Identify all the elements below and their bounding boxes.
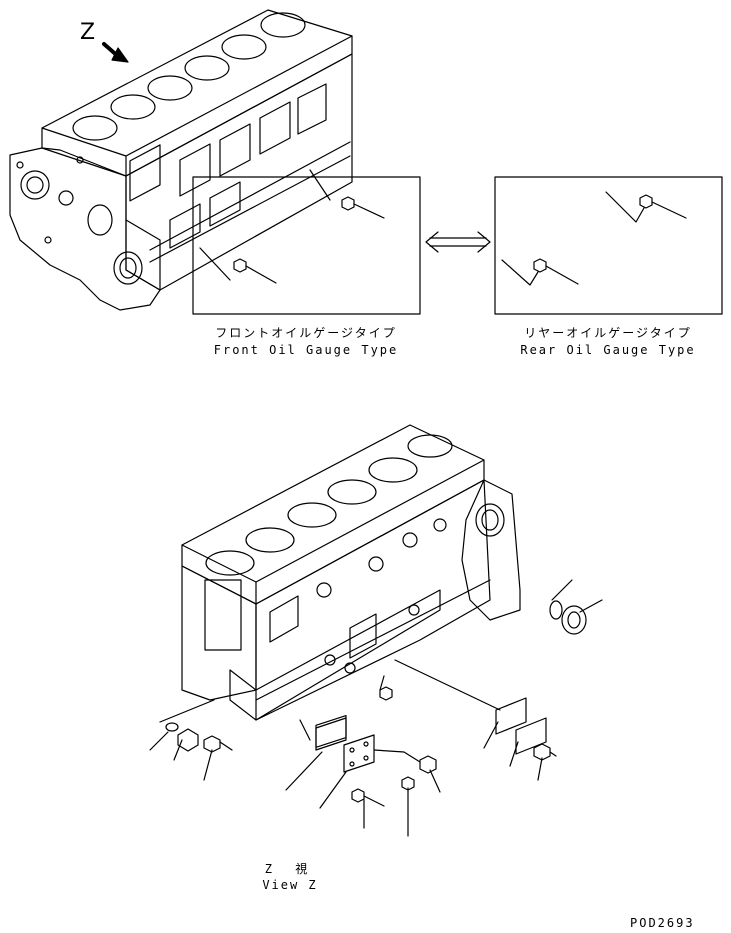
front-type-label-jp: フロントオイルゲージタイプ bbox=[215, 326, 397, 340]
view-direction-arrow-icon bbox=[104, 44, 128, 62]
callout-leaders bbox=[150, 580, 602, 836]
rear-type-label-en: Rear Oil Gauge Type bbox=[520, 343, 696, 357]
double-arrow-icon bbox=[426, 232, 490, 252]
front-oil-gauge-detail bbox=[193, 170, 420, 314]
top-cylinder-block bbox=[10, 10, 352, 310]
view-label-en: View Z bbox=[262, 878, 318, 892]
bottom-cylinder-block bbox=[182, 425, 520, 740]
front-type-label-en: Front Oil Gauge Type bbox=[213, 343, 399, 357]
view-marker: Z bbox=[80, 20, 96, 45]
rear-type-label-jp: リヤーオイルゲージタイプ bbox=[524, 326, 692, 340]
drawing-code: POD2693 bbox=[630, 916, 695, 930]
parts-group bbox=[160, 601, 586, 806]
rear-oil-gauge-detail bbox=[495, 177, 722, 314]
view-label-jp: Z 視 bbox=[264, 862, 316, 876]
